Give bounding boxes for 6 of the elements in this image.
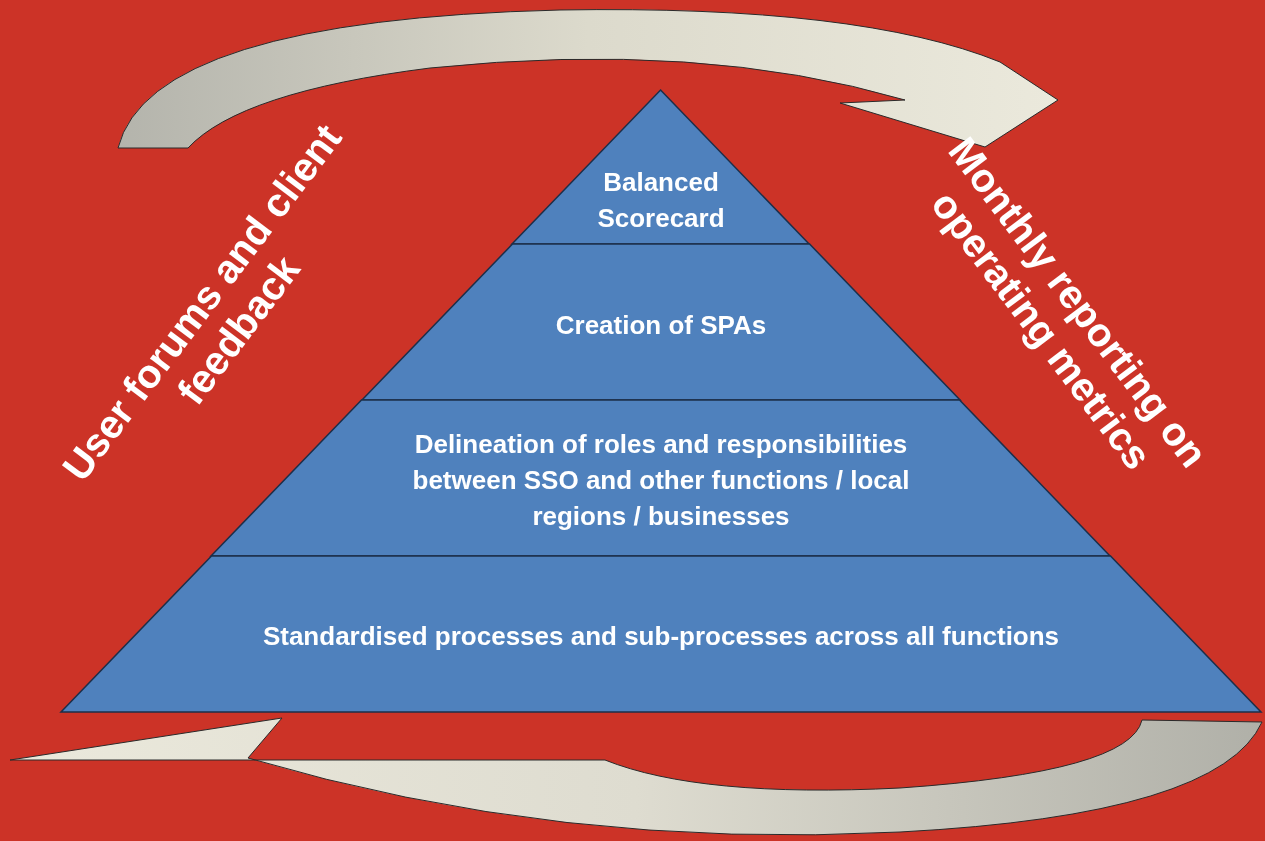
- pyramid-tier: [61, 556, 1261, 712]
- pyramid-top: [512, 90, 810, 244]
- tier-label: Delineation of roles and responsibilities between SSO and other functions / local regions / businesses: [411, 428, 911, 533]
- tier-label: Balanced Scorecard: [596, 166, 726, 235]
- tier-label: Creation of SPAs: [554, 309, 768, 342]
- tier-label: Standardised processes and sub-processes across all functions: [261, 620, 1061, 653]
